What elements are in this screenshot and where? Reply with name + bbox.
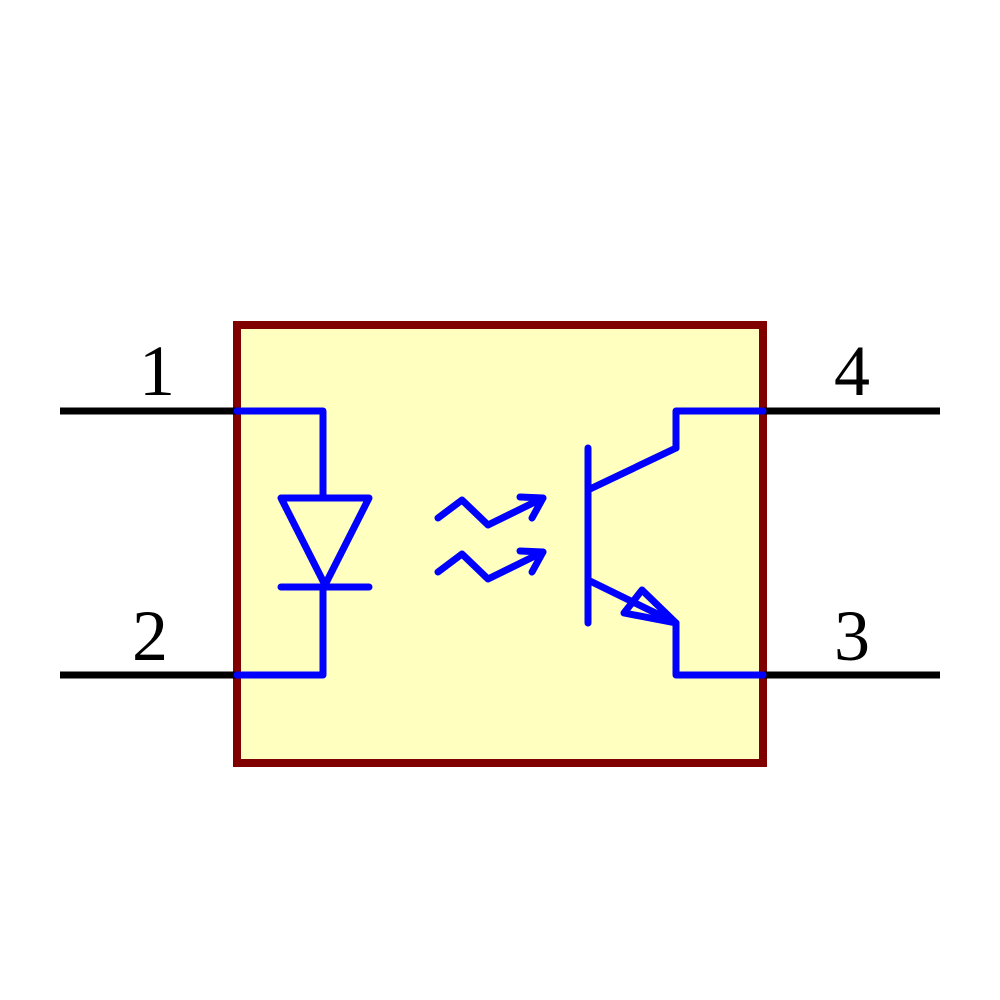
cathode-wire xyxy=(233,583,327,679)
pin-3-label: 3 xyxy=(834,596,870,676)
pin-1-label: 1 xyxy=(139,331,175,411)
light-arrow-lower xyxy=(434,548,547,583)
collector-wire xyxy=(672,407,767,452)
pin-4-label: 4 xyxy=(834,331,870,411)
pin-2-label: 2 xyxy=(132,596,168,676)
light-arrow-upper-head xyxy=(516,493,547,522)
component-body xyxy=(233,321,767,767)
transistor-collector-leg xyxy=(586,444,680,493)
led-diode-icon xyxy=(233,407,373,679)
anode-wire xyxy=(233,407,327,502)
light-arrow-lower-head xyxy=(516,547,547,576)
light-arrow-upper xyxy=(434,494,547,529)
diode-triangle xyxy=(277,494,373,589)
npn-phototransistor-icon xyxy=(584,407,767,679)
emitter-wire xyxy=(672,619,767,679)
pin-leads xyxy=(60,407,940,679)
emitter-arrow xyxy=(620,586,680,627)
light-emission-arrows-icon xyxy=(434,493,547,583)
